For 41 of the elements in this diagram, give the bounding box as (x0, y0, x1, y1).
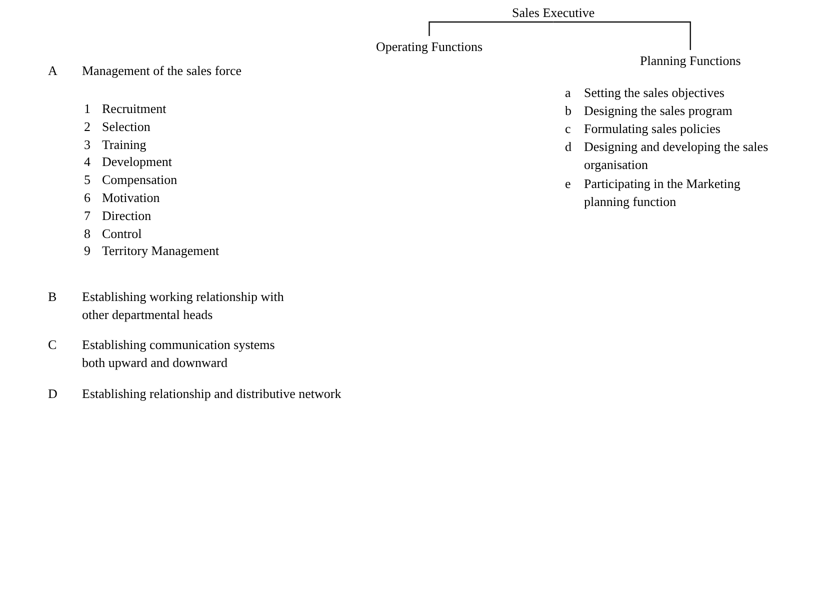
list-marker: 2 (84, 118, 92, 136)
list-item-text: Recruitment (102, 100, 168, 118)
list-item-text: Direction (102, 206, 152, 225)
list-marker: 3 (84, 136, 92, 154)
list-marker: 6 (84, 189, 92, 207)
heading-text: Operating Functions (372, 38, 487, 56)
list-marker: A (48, 62, 58, 80)
list-item-text: Territory Management (102, 242, 220, 260)
list-item-text: Designing the sales program (584, 102, 734, 120)
heading-text: Planning Functions (636, 52, 745, 70)
heading-text: Sales Executive (508, 4, 599, 22)
list-item-text: Establishing working relationship with other departmental heads (82, 288, 285, 324)
list-marker: c (565, 120, 572, 138)
list-marker: 5 (84, 171, 92, 190)
list-item-text: Development (102, 153, 174, 172)
list-marker: 7 (84, 206, 92, 225)
list-item-text: Compensation (102, 171, 178, 190)
list-marker: D (48, 385, 58, 403)
list-marker: B (48, 288, 58, 306)
list-item-text: Setting the sales objectives (584, 84, 726, 102)
list-item-text: Control (102, 224, 143, 243)
list-item-text: Designing and developing the sales organisation (584, 138, 770, 174)
list-marker: C (48, 336, 58, 354)
list-marker: 8 (84, 224, 92, 243)
list-item-text: Selection (102, 118, 152, 136)
list-marker: e (565, 175, 572, 193)
list-item-text: Formulating sales policies (584, 120, 722, 138)
connector-line (428, 21, 554, 36)
list-marker: a (565, 84, 572, 102)
list-marker: 4 (84, 153, 92, 172)
list-marker: d (565, 138, 572, 156)
list-marker: b (565, 102, 572, 120)
list-item-text: Establishing relationship and distributive network (82, 385, 342, 403)
list-item-text: Management of the sales force (82, 62, 243, 80)
list-marker: 1 (84, 100, 92, 118)
list-item-text: Motivation (102, 189, 161, 207)
connector-line (552, 21, 691, 50)
list-marker: 9 (84, 242, 92, 260)
list-item-text: Participating in the Marketing planning function (584, 175, 742, 211)
list-item-text: Training (102, 136, 148, 154)
list-item-text: Establishing communication systems both upward and downward (82, 336, 276, 372)
